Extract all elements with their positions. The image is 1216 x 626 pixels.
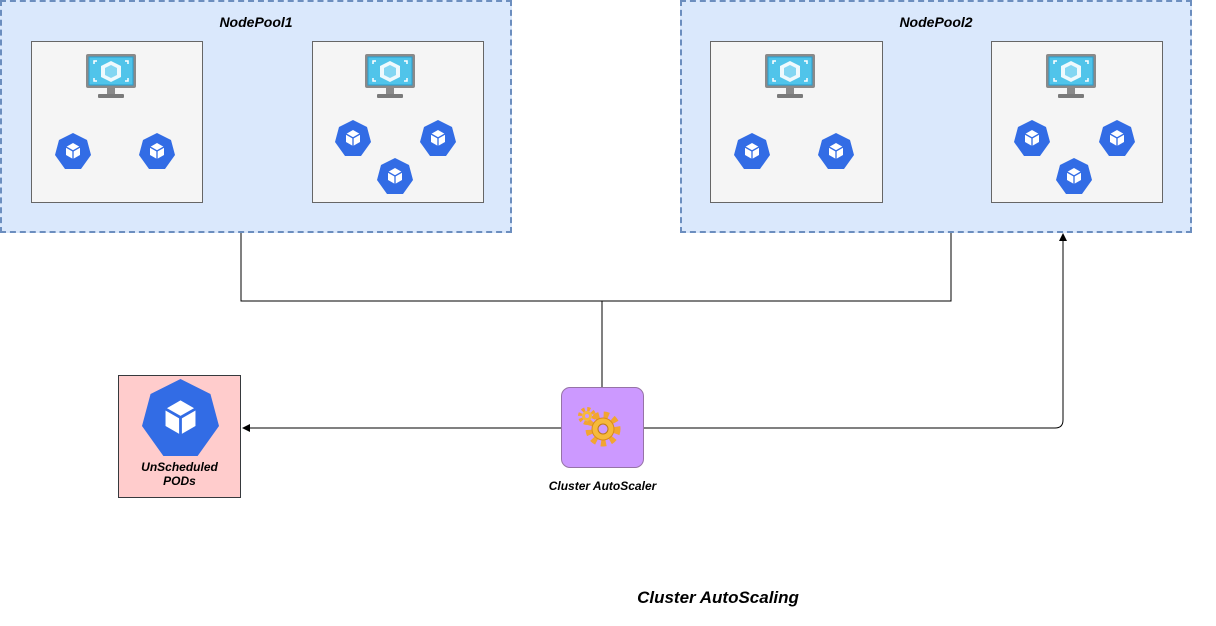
kubernetes-pod-icon bbox=[420, 120, 456, 156]
nodepool-2-title: NodePool2 bbox=[899, 14, 973, 30]
gear-icon bbox=[578, 407, 621, 447]
unscheduled-pods-label-line1: UnScheduled bbox=[141, 460, 218, 474]
nodepool-1[interactable]: NodePool1 bbox=[0, 0, 512, 233]
kubernetes-pod-icon bbox=[1099, 120, 1135, 156]
node-1[interactable] bbox=[31, 41, 203, 203]
node-2[interactable] bbox=[312, 41, 484, 203]
kubernetes-pod-icon bbox=[55, 133, 91, 169]
unscheduled-pods-box[interactable]: UnScheduled PODs bbox=[118, 375, 241, 498]
cluster-autoscaler-label: Cluster AutoScaler bbox=[548, 479, 657, 493]
kubernetes-pod-icon bbox=[734, 133, 770, 169]
kubernetes-pod-icon bbox=[335, 120, 371, 156]
kubernetes-pod-icon bbox=[139, 133, 175, 169]
nodepool-2[interactable]: NodePool2 bbox=[680, 0, 1192, 233]
virtual-machine-icon bbox=[765, 54, 815, 98]
node-4[interactable] bbox=[991, 41, 1163, 203]
virtual-machine-icon bbox=[365, 54, 415, 98]
virtual-machine-icon bbox=[1046, 54, 1096, 98]
diagram-title: Cluster AutoScaling bbox=[637, 588, 799, 607]
kubernetes-pod-icon bbox=[142, 378, 219, 457]
kubernetes-pod-icon bbox=[1056, 158, 1092, 194]
arrow-to-nodepool2 bbox=[644, 233, 1067, 429]
cluster-autoscaler-box[interactable] bbox=[561, 387, 644, 468]
unscheduled-pods-label: UnScheduled PODs bbox=[119, 460, 240, 488]
kubernetes-pod-icon bbox=[818, 133, 854, 169]
unscheduled-pods-label-line2: PODs bbox=[163, 474, 196, 488]
nodepool-1-title: NodePool1 bbox=[219, 14, 293, 30]
pool-connector bbox=[240, 232, 952, 302]
virtual-machine-icon bbox=[86, 54, 136, 98]
node-3[interactable] bbox=[710, 41, 883, 203]
kubernetes-pod-icon bbox=[377, 158, 413, 194]
kubernetes-pod-icon bbox=[1014, 120, 1050, 156]
